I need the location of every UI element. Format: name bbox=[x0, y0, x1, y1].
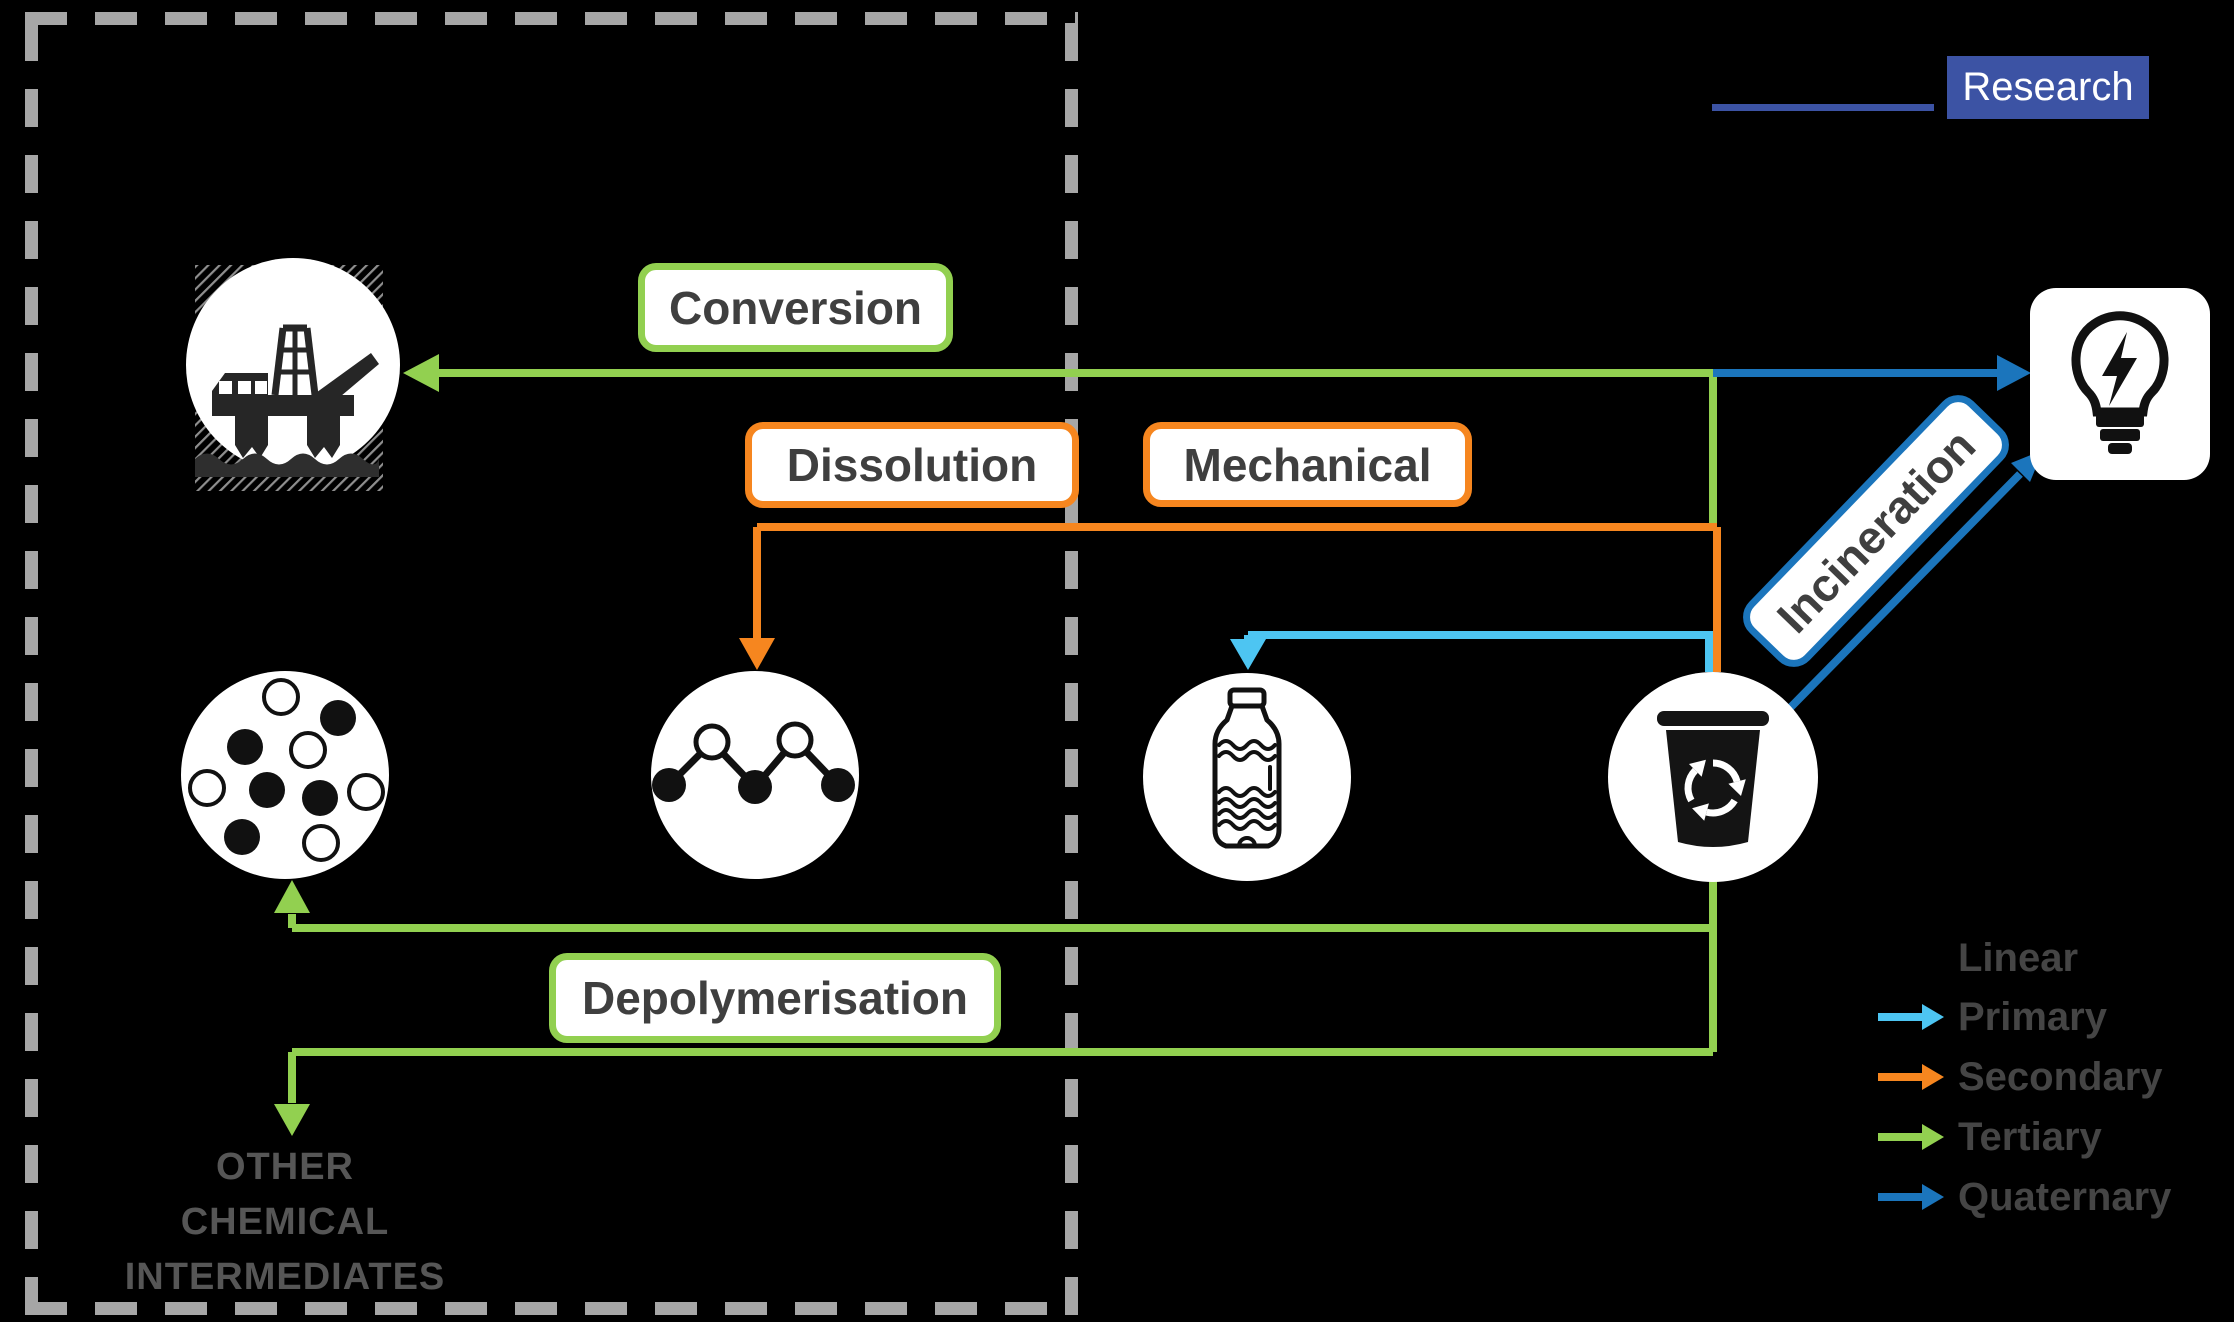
conversion-label: Conversion bbox=[638, 263, 953, 352]
primary-line bbox=[1244, 631, 1713, 672]
oil-rig-icon bbox=[186, 258, 400, 491]
to-intermediates-arrowhead bbox=[274, 1104, 310, 1136]
legend-label-tertiary: Tertiary bbox=[1958, 1114, 2102, 1159]
secondary-line bbox=[753, 523, 1721, 672]
conversion-arrowhead bbox=[403, 354, 439, 392]
depolymerisation-lines bbox=[288, 879, 1717, 1103]
conversion-label-text: Conversion bbox=[668, 281, 923, 334]
monomer-granulate-icon bbox=[181, 671, 389, 879]
research-badge-text: Research bbox=[1962, 65, 2134, 109]
mechanical-label: Mechanical bbox=[1143, 422, 1472, 507]
primary-arrow-icon bbox=[1878, 1004, 1944, 1030]
plastic-bottle-icon bbox=[1143, 673, 1351, 881]
recycling-bin-icon bbox=[1608, 672, 1818, 882]
secondary-arrow-icon bbox=[1878, 1064, 1944, 1090]
research-badge: Research bbox=[1947, 56, 2149, 119]
boundary-left bbox=[25, 12, 38, 1315]
legend-row-tertiary: Tertiary bbox=[1878, 1112, 2102, 1162]
incineration-arrow bbox=[1787, 471, 2023, 711]
dissolution-arrowhead bbox=[739, 638, 775, 670]
energy-lightbulb-icon bbox=[2030, 288, 2210, 480]
oci-line-3: INTERMEDIATES bbox=[124, 1256, 446, 1298]
oil-rig-node bbox=[183, 255, 403, 495]
energy-node bbox=[2030, 288, 2210, 480]
monomers-node bbox=[180, 670, 390, 880]
waste-bin-node bbox=[1608, 672, 1818, 882]
quaternary-arrow-icon bbox=[1878, 1184, 1944, 1210]
polymer-chain-icon bbox=[651, 671, 859, 879]
legend-label-quaternary: Quaternary bbox=[1958, 1174, 2172, 1219]
oci-line-1: OTHER bbox=[216, 1146, 354, 1188]
depolymerisation-label: Depolymerisation bbox=[549, 953, 1001, 1043]
dissolution-label-text: Dissolution bbox=[786, 439, 1038, 491]
bottle-node bbox=[1142, 672, 1352, 882]
depolymerisation-label-text: Depolymerisation bbox=[582, 972, 968, 1024]
legend-row-secondary: Secondary bbox=[1878, 1052, 2163, 1102]
to-monomers-arrowhead bbox=[274, 880, 310, 913]
dissolution-label: Dissolution bbox=[745, 422, 1079, 508]
legend-row-linear: Linear bbox=[1878, 933, 2078, 983]
legend-row-quaternary: Quaternary bbox=[1878, 1172, 2171, 1222]
legend-label-primary: Primary bbox=[1958, 994, 2107, 1039]
energy-recovery-arrowhead bbox=[1997, 355, 2031, 391]
oci-line-2: CHEMICAL bbox=[180, 1201, 390, 1243]
boundary-right bbox=[1065, 12, 1078, 1315]
boundary-bottom bbox=[25, 1302, 1078, 1315]
legend-row-primary: Primary bbox=[1878, 992, 2107, 1042]
other-chemical-intermediates-text: OTHER CHEMICAL INTERMEDIATES bbox=[85, 1140, 485, 1305]
mechanical-label-text: Mechanical bbox=[1183, 438, 1432, 491]
linear-arrow-icon bbox=[1878, 945, 1944, 971]
boundary-top bbox=[25, 12, 1078, 25]
legend-label-linear: Linear bbox=[1958, 935, 2079, 980]
conversion-arrow bbox=[437, 369, 1717, 527]
polymer-node bbox=[650, 670, 860, 880]
primary-arrowhead bbox=[1230, 639, 1266, 670]
brand-underline bbox=[1712, 104, 1934, 111]
legend-label-secondary: Secondary bbox=[1958, 1054, 2163, 1099]
tertiary-arrow-icon bbox=[1878, 1124, 1944, 1150]
